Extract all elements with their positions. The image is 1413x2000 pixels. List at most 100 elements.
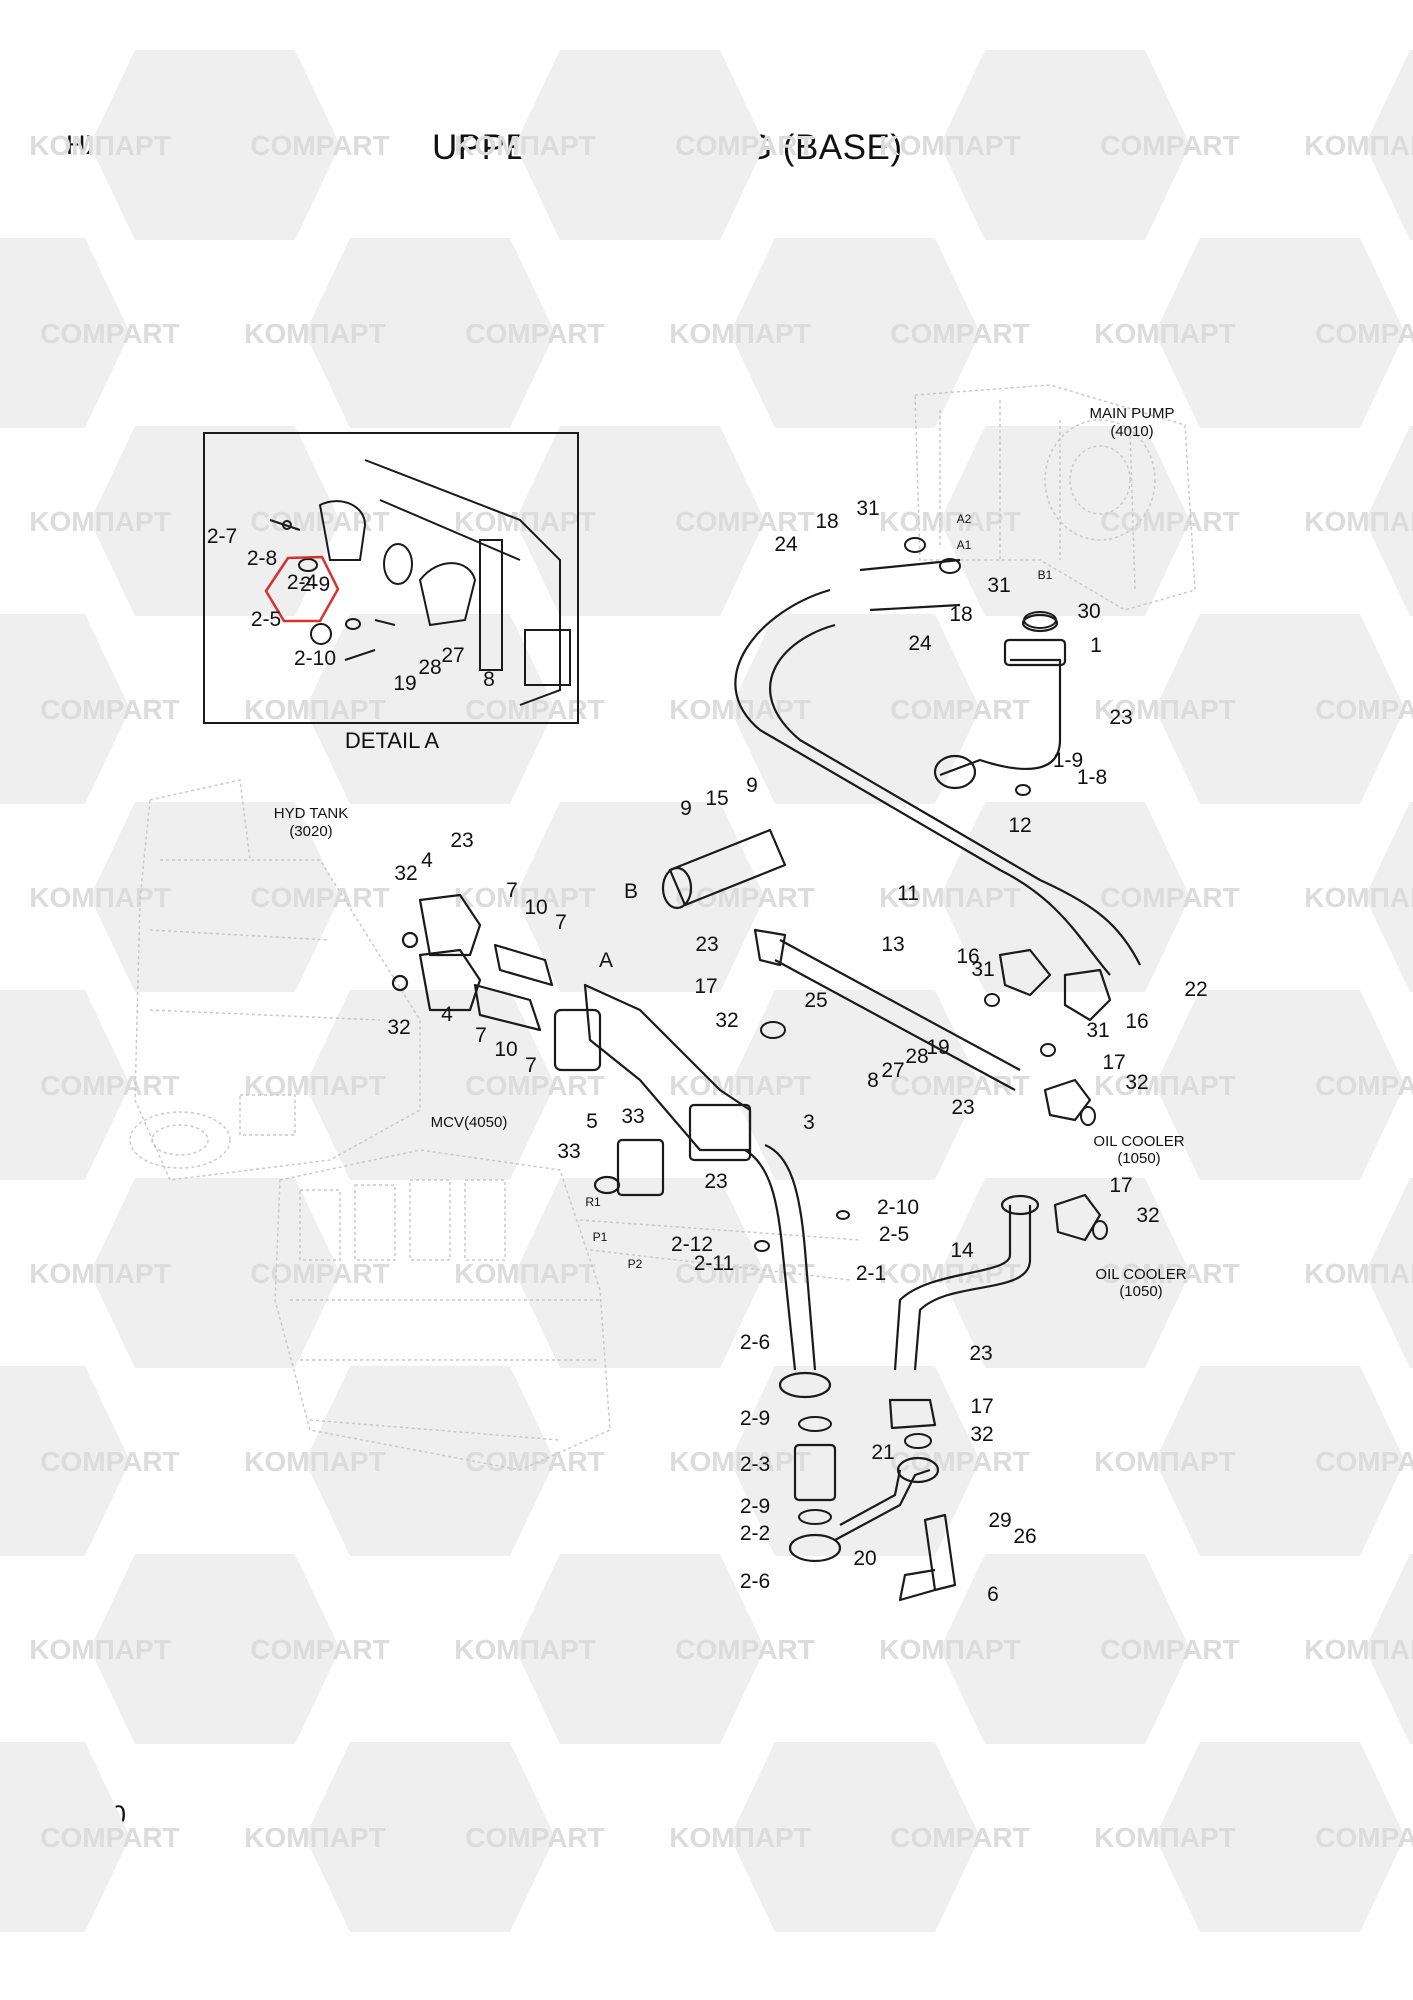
elbow-21 bbox=[834, 1468, 931, 1541]
watermark-text: COMPART bbox=[890, 1446, 1029, 1477]
bracket-6 bbox=[898, 1513, 957, 1602]
detail-a-caption: DETAIL A bbox=[345, 728, 439, 753]
watermark-text: KOMПAPT bbox=[669, 1822, 810, 1853]
callout-number: 24 bbox=[774, 533, 798, 556]
watermark-text: KOMПAPT bbox=[244, 1446, 385, 1477]
callout-number: 7 bbox=[475, 1024, 487, 1047]
callout-number: 2-6 bbox=[740, 1331, 770, 1354]
watermark-text: COMPART bbox=[250, 1258, 389, 1289]
callout-number: 19 bbox=[926, 1036, 949, 1059]
callout-number: 31 bbox=[971, 958, 994, 981]
watermark-hexagon bbox=[90, 1178, 340, 1368]
watermark-hexagon bbox=[1365, 802, 1413, 992]
watermark-hexagon bbox=[1155, 990, 1405, 1180]
watermark-text: KOMПAPT bbox=[1304, 130, 1413, 161]
callout-number: 17 bbox=[970, 1395, 993, 1418]
callout-number: 13 bbox=[881, 933, 904, 956]
watermark-hexagon bbox=[730, 1742, 980, 1932]
hose-13 bbox=[774, 939, 1021, 1091]
watermark-text: COMPART bbox=[675, 506, 814, 537]
callout-number: 1-9 bbox=[1053, 749, 1083, 772]
callout-number: 23 bbox=[951, 1096, 974, 1119]
callout-number: 18 bbox=[815, 510, 838, 533]
watermark-text: COMPART bbox=[250, 130, 389, 161]
watermark-text: KOMПAPT bbox=[29, 506, 170, 537]
component-label: A1 bbox=[957, 538, 972, 552]
watermark-text: COMPART bbox=[1100, 1634, 1239, 1665]
watermark-text: KOMПAPT bbox=[879, 506, 1020, 537]
watermark-text: KOMПAPT bbox=[29, 1258, 170, 1289]
hose-10-upper bbox=[493, 943, 554, 987]
watermark-hexagon bbox=[940, 50, 1190, 240]
callout-number: 9 bbox=[746, 774, 758, 797]
watermark-text: COMPART bbox=[40, 1822, 179, 1853]
watermark-hexagon bbox=[0, 238, 130, 428]
callout-number: 23 bbox=[450, 829, 473, 852]
watermark-hexagon bbox=[305, 1366, 555, 1556]
watermark-hexagon bbox=[0, 614, 130, 804]
watermark-text: COMPART bbox=[465, 1822, 604, 1853]
watermark-text: COMPART bbox=[465, 318, 604, 349]
watermark-hexagon bbox=[1155, 614, 1405, 804]
callout-number: 32 bbox=[1125, 1071, 1148, 1094]
watermark-text: COMPART bbox=[1315, 694, 1413, 725]
callout-number: 16 bbox=[1125, 1010, 1148, 1033]
callout-number: 3 bbox=[803, 1111, 815, 1134]
callout-number: 5 bbox=[586, 1110, 598, 1133]
ghost-components bbox=[129, 384, 1196, 1471]
watermark-text: KOMПAPT bbox=[454, 506, 595, 537]
callout-number: 23 bbox=[695, 933, 718, 956]
watermark-hexagon bbox=[305, 238, 555, 428]
component-label: A2 bbox=[957, 512, 972, 526]
watermark-hexagon bbox=[0, 1742, 130, 1932]
watermark-hexagon bbox=[940, 1178, 1190, 1368]
component-label: (4010) bbox=[1110, 423, 1153, 440]
callout-number: 31 bbox=[1086, 1019, 1109, 1042]
watermark-hexagon bbox=[1365, 1178, 1413, 1368]
watermark-text: KOMПAPT bbox=[1304, 882, 1413, 913]
callout-number: 8 bbox=[483, 668, 495, 691]
callout-number: 2-1 bbox=[856, 1262, 886, 1285]
watermark-hexagon bbox=[1365, 426, 1413, 616]
callout-number: 2-9 bbox=[300, 573, 330, 596]
callout-number: 23 bbox=[1109, 706, 1132, 729]
watermark-text: COMPART bbox=[40, 1446, 179, 1477]
watermark-text: KOMПAPT bbox=[1094, 318, 1235, 349]
flange-2-2 bbox=[788, 1533, 842, 1563]
callout-number: 7 bbox=[525, 1054, 537, 1077]
callout-number: 12 bbox=[1008, 814, 1031, 837]
callout-number: 29 bbox=[988, 1509, 1011, 1532]
watermark-text: KOMПAPT bbox=[879, 1634, 1020, 1665]
callout-number: 2-10 bbox=[294, 647, 336, 670]
watermark-hexagon bbox=[90, 1554, 340, 1744]
hose-15 bbox=[668, 828, 787, 907]
watermark-text: COMPART bbox=[675, 1634, 814, 1665]
callout-number: 32 bbox=[970, 1423, 993, 1446]
watermark-text: KOMПAPT bbox=[669, 318, 810, 349]
component-label: (1050) bbox=[1117, 1150, 1160, 1167]
watermark-text: KOMПAPT bbox=[244, 1070, 385, 1101]
watermark-text: KOMПAPT bbox=[669, 1070, 810, 1101]
callout-number: 2-9 bbox=[740, 1407, 770, 1430]
callout-number: 7 bbox=[555, 911, 567, 934]
callout-number: 17 bbox=[694, 975, 717, 998]
callout-number: 2-8 bbox=[247, 547, 277, 570]
watermark-hexagon bbox=[940, 1554, 1190, 1744]
watermark-text: KOMПAPT bbox=[244, 694, 385, 725]
callout-number: 2-7 bbox=[207, 525, 237, 548]
watermark-hexagon bbox=[0, 1366, 130, 1556]
callout-number: 2-2 bbox=[740, 1522, 770, 1545]
watermark-text: KOMПAPT bbox=[454, 1634, 595, 1665]
callout-number: 21 bbox=[871, 1441, 894, 1464]
watermark-text: COMPART bbox=[675, 130, 814, 161]
callout-number: 2-5 bbox=[251, 608, 281, 631]
component-label: B1 bbox=[1038, 568, 1053, 582]
callout-number: 33 bbox=[621, 1105, 644, 1128]
watermark-text: KOMПAPT bbox=[1094, 694, 1235, 725]
hyd-tank-outline bbox=[129, 779, 421, 1181]
callout-number: 9 bbox=[680, 797, 692, 820]
watermark-hexagon bbox=[90, 802, 340, 992]
hose-10-lower bbox=[473, 983, 542, 1032]
watermark-hexagon bbox=[1365, 1554, 1413, 1744]
callout-number: 2-6 bbox=[740, 1570, 770, 1593]
